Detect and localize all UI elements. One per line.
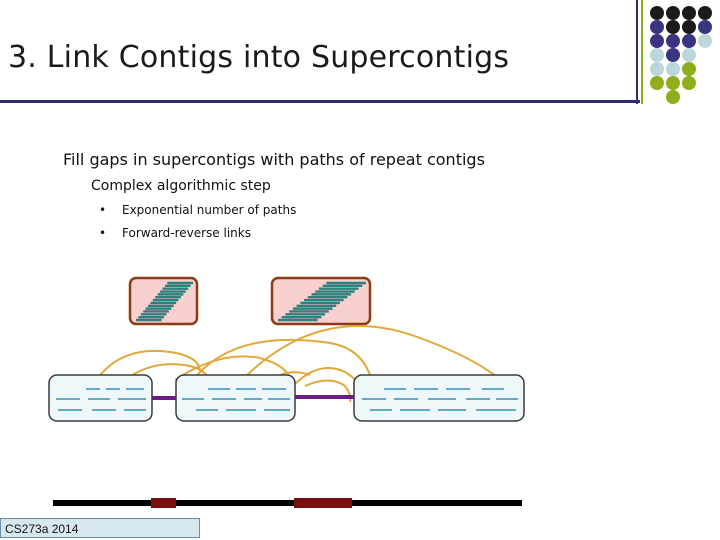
title-divider <box>0 100 640 103</box>
bullet-level3-2: Forward-reverse links <box>122 226 251 240</box>
link-arc <box>294 367 359 385</box>
decorative-dot-icon <box>682 34 696 48</box>
repeat-contig-2-reads <box>278 281 366 322</box>
decorative-dot-icon <box>666 20 680 34</box>
gap-fill-2 <box>295 395 354 399</box>
genome-gap-2 <box>294 498 352 508</box>
decorative-dot-icon <box>666 62 680 76</box>
decorative-dot-icon <box>666 48 680 62</box>
link-arc <box>94 349 201 383</box>
contig-middle <box>175 374 296 422</box>
repeat-contig-1 <box>128 276 199 326</box>
header-vertical-rule-purple <box>636 0 638 104</box>
bullet-level1: Fill gaps in supercontigs with paths of … <box>63 150 485 169</box>
repeat-contig-1-reads <box>136 281 193 322</box>
bullet-marker-1: • <box>99 203 107 217</box>
link-arc <box>174 355 291 381</box>
decorative-dot-icon <box>666 6 680 20</box>
decorative-dot-icon <box>698 6 712 20</box>
decorative-dot-icon <box>666 34 680 48</box>
decorative-dot-icon <box>650 34 664 48</box>
decorative-dot-icon <box>698 34 712 48</box>
decorative-dot-icon <box>650 6 664 20</box>
gap-fill-1 <box>152 396 176 400</box>
contig-right <box>353 374 525 422</box>
decorative-dot-icon <box>650 48 664 62</box>
decorative-dot-icon <box>682 76 696 90</box>
decorative-dot-icon <box>666 76 680 90</box>
bullet-level3-1: Exponential number of paths <box>122 203 297 217</box>
slide-title: 3. Link Contigs into Supercontigs <box>8 40 510 75</box>
repeat-contig-2 <box>270 276 372 326</box>
genome-gap-1 <box>151 498 176 508</box>
header-vertical-rule-green <box>641 0 643 104</box>
footer-label: CS273a 2014 <box>0 518 200 538</box>
link-arc <box>239 325 506 385</box>
decorative-dot-icon <box>650 76 664 90</box>
decorative-dot-icon <box>650 62 664 76</box>
decorative-dot-icon <box>698 20 712 34</box>
decorative-dot-icon <box>650 20 664 34</box>
contig-left <box>48 374 153 422</box>
decorative-dot-icon <box>682 62 696 76</box>
bullet-level2: Complex algorithmic step <box>91 178 271 194</box>
link-arc <box>189 338 371 385</box>
decorative-dot-icon <box>666 90 680 104</box>
bullet-marker-2: • <box>99 226 107 240</box>
decorative-dot-icon <box>682 48 696 62</box>
decorative-dot-icon <box>682 20 696 34</box>
decorative-dot-icon <box>682 6 696 20</box>
genome-bar <box>53 498 522 508</box>
